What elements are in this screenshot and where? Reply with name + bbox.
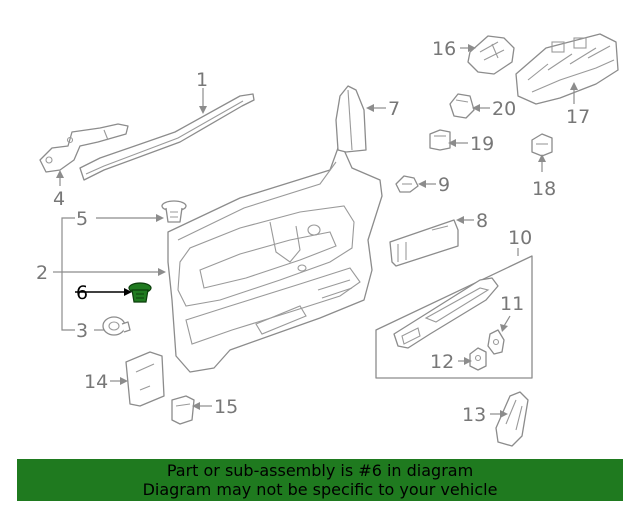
callout-14[interactable]: 14 xyxy=(84,371,108,393)
part-17-window-switch xyxy=(515,33,619,105)
callout-19[interactable]: 19 xyxy=(470,133,494,155)
callout-7[interactable]: 7 xyxy=(388,98,400,120)
part-1-belt-molding xyxy=(79,93,255,181)
callout-3[interactable]: 3 xyxy=(76,320,88,342)
callout-20[interactable]: 20 xyxy=(492,98,516,120)
part-8-trim-piece xyxy=(389,219,459,267)
part-12-clip xyxy=(469,347,487,371)
part-5-push-pin xyxy=(161,200,187,223)
part-4-bracket xyxy=(39,123,129,173)
callout-8[interactable]: 8 xyxy=(476,210,488,232)
part-11-clip xyxy=(487,329,505,355)
part-20-switch xyxy=(449,93,475,119)
callout-2[interactable]: 2 xyxy=(36,262,48,284)
part-18-switch xyxy=(531,133,553,157)
callout-1[interactable]: 1 xyxy=(196,69,208,91)
callout-5[interactable]: 5 xyxy=(76,208,88,230)
callout-10[interactable]: 10 xyxy=(508,227,532,249)
callout-6[interactable]: 6 xyxy=(76,282,88,304)
banner-line-2: Diagram may not be specific to your vehi… xyxy=(142,480,498,499)
callout-18[interactable]: 18 xyxy=(532,178,556,200)
part-13-trim xyxy=(495,391,529,447)
callout-16[interactable]: 16 xyxy=(432,38,456,60)
info-banner: Part or sub-assembly is #6 in diagram Di… xyxy=(17,459,623,501)
callout-17[interactable]: 17 xyxy=(566,106,590,128)
part-10-switch-bezel xyxy=(393,277,499,349)
callout-13[interactable]: 13 xyxy=(462,404,486,426)
callout-12[interactable]: 12 xyxy=(430,351,454,373)
callout-4[interactable]: 4 xyxy=(53,188,65,210)
part-14-trim xyxy=(125,351,165,407)
callout-15[interactable]: 15 xyxy=(214,396,238,418)
part-7-sail-trim xyxy=(335,85,367,153)
part-6-retainer-clip xyxy=(128,282,152,303)
part-15-clip xyxy=(171,395,195,425)
part-2-door-trim-panel xyxy=(167,147,383,373)
part-16-switch xyxy=(467,35,515,75)
parts-diagram: 1 4 2 5 6 3 xyxy=(36,33,619,447)
callout-11[interactable]: 11 xyxy=(500,293,524,315)
part-9-clip xyxy=(395,175,419,193)
banner-line-1: Part or sub-assembly is #6 in diagram xyxy=(166,461,474,480)
callout-9[interactable]: 9 xyxy=(438,174,450,196)
part-3-rivet xyxy=(102,316,131,336)
part-19-button xyxy=(429,129,451,151)
